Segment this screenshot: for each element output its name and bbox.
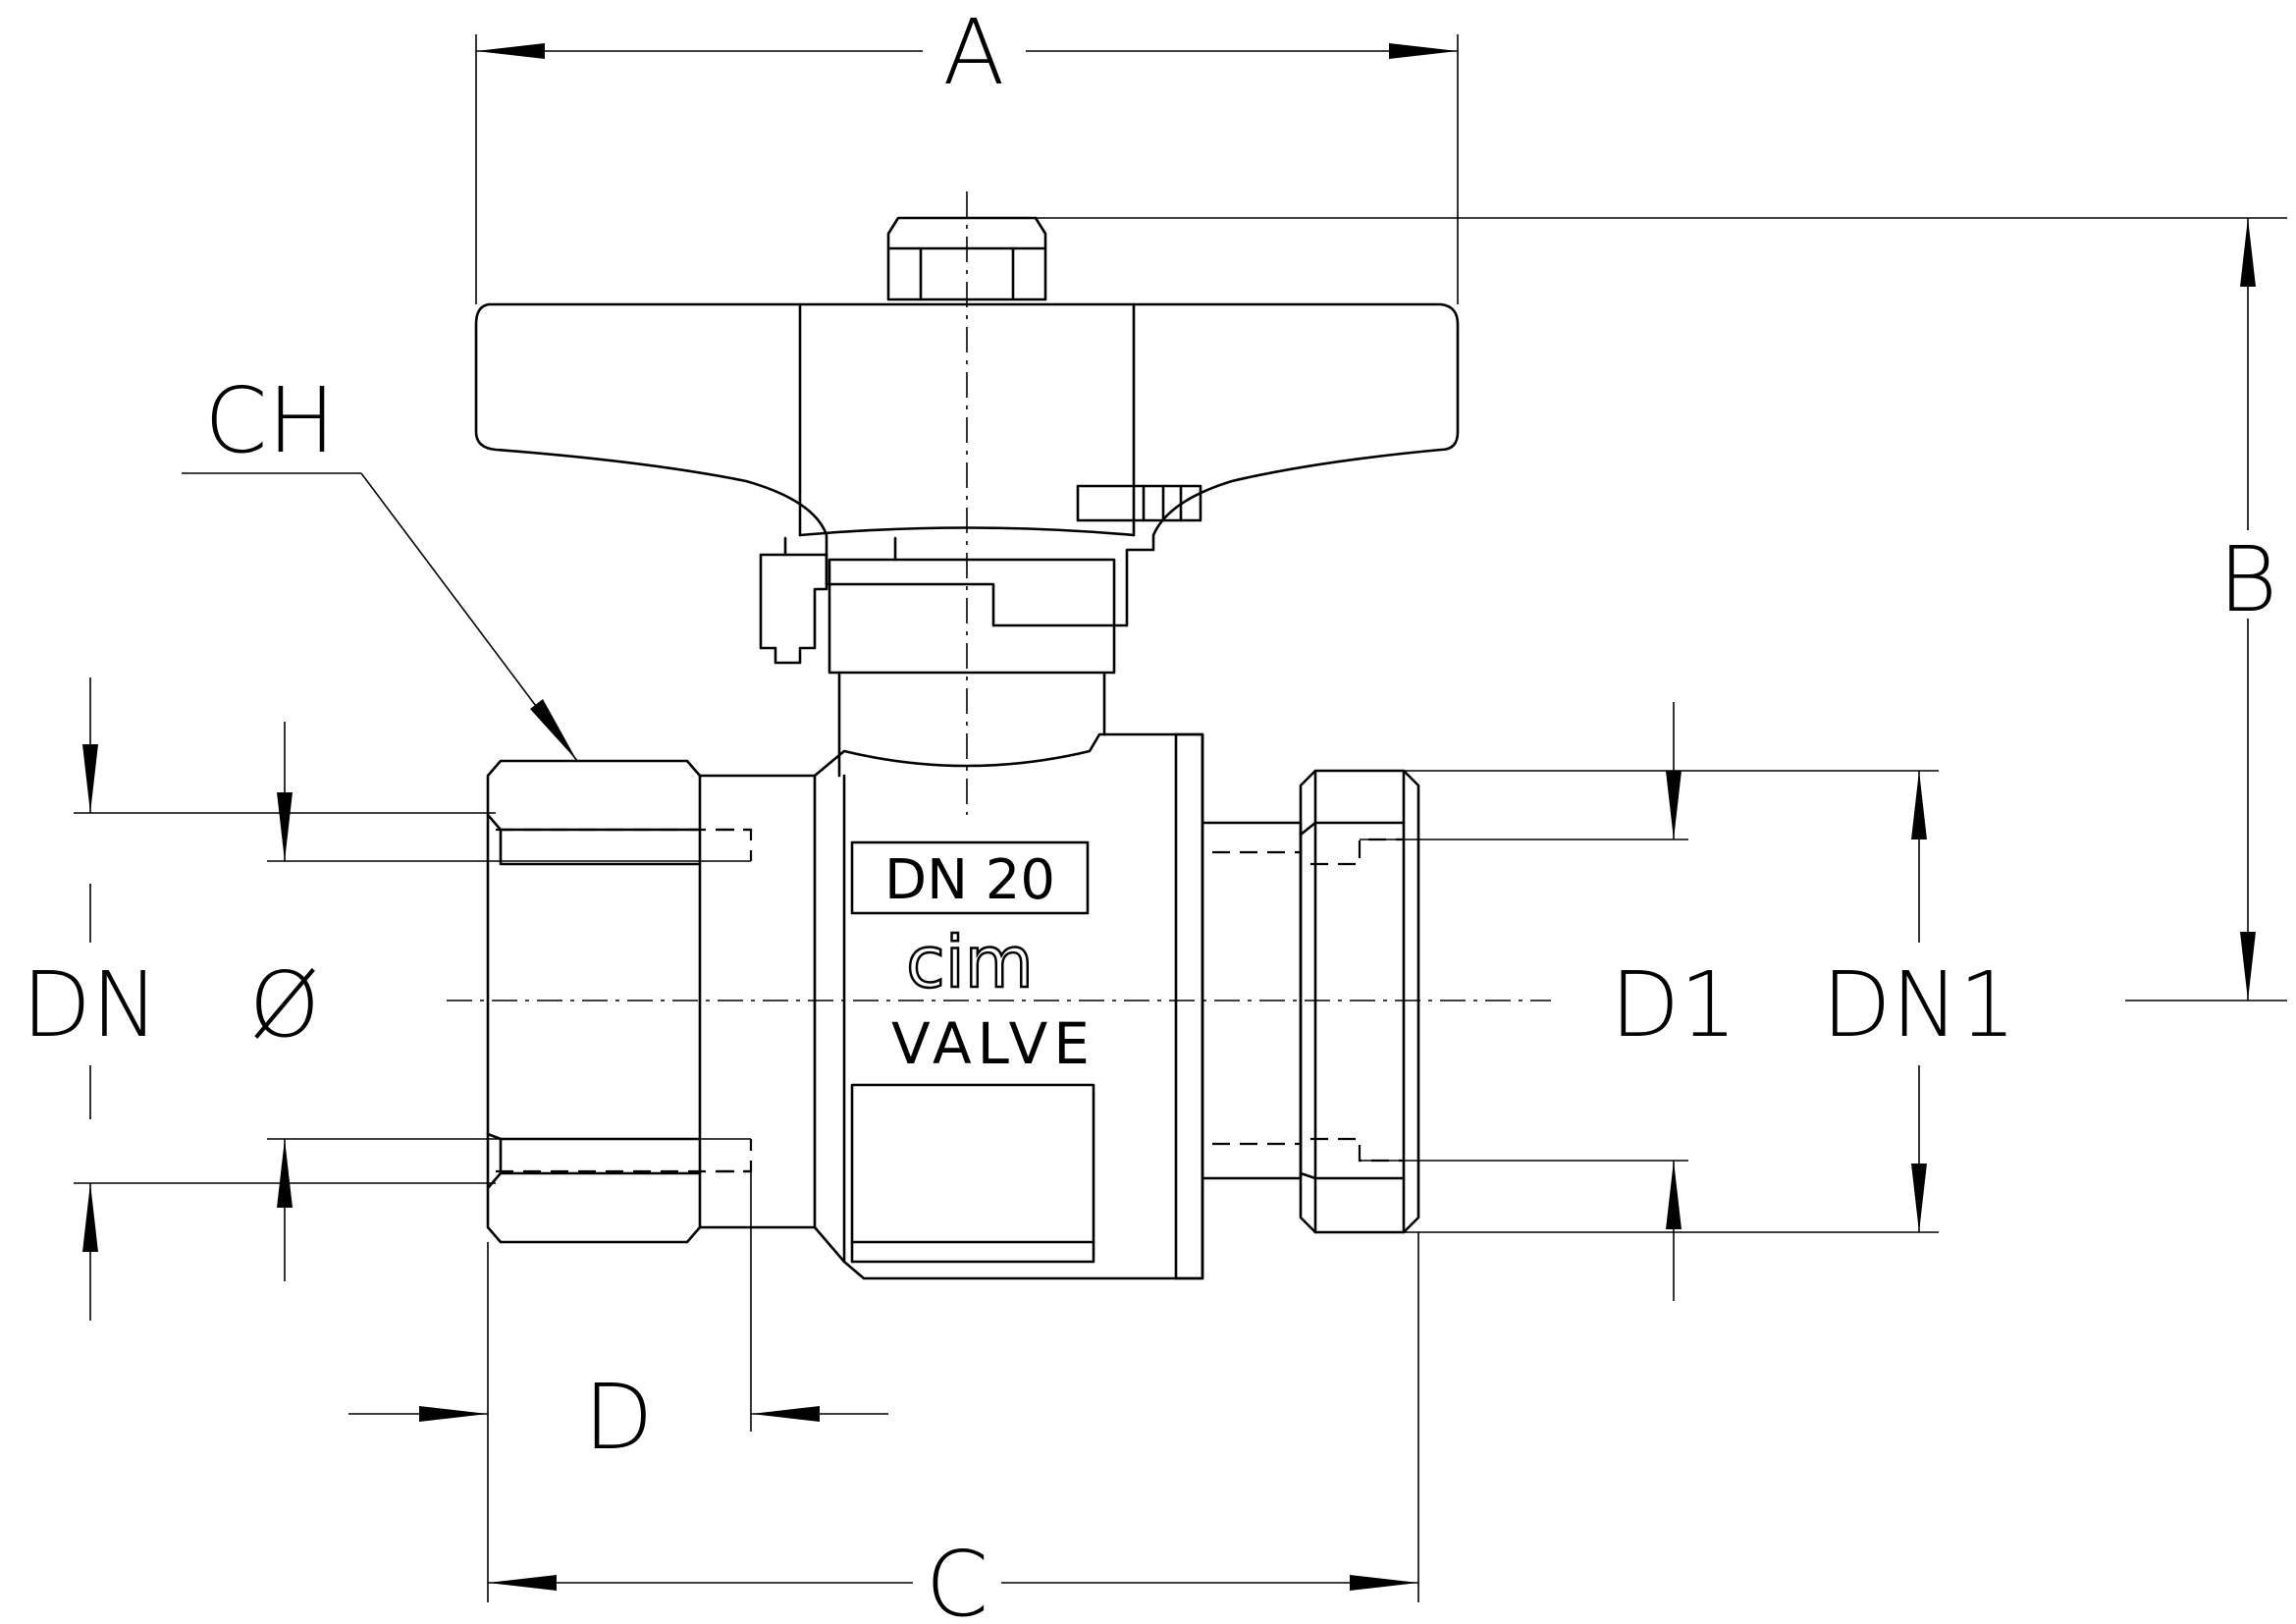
dim-label-b: B [2218, 527, 2277, 632]
handle-wing [474, 302, 1460, 627]
dimension-lines [74, 34, 2287, 1602]
dim-label-dn1: DN1 [1822, 952, 2016, 1057]
butterfly-handle [474, 216, 1460, 665]
marking-frame [850, 840, 1090, 915]
dim-label-d1: D1 [1610, 952, 1736, 1057]
left-hex-end [486, 759, 817, 1244]
dim-label-dn: DN [22, 952, 159, 1057]
dim-label-ch: CH [204, 368, 335, 473]
bottom-flat [850, 1083, 1095, 1264]
dim-label-c: C [926, 1532, 988, 1624]
body-marking-size: DN 20 [884, 848, 1055, 912]
dim-label-phi: Ø [249, 952, 320, 1057]
body-marking-word: VALVE [891, 1010, 1095, 1077]
dim-label-a: A [943, 0, 1005, 105]
center-lines [447, 191, 1551, 1001]
valve-body [813, 732, 1204, 1280]
valve-stem [828, 558, 1116, 778]
body-marking-brand: cim [906, 921, 1034, 1003]
dim-label-d: D [584, 1365, 654, 1470]
handle-nut [886, 216, 1047, 301]
